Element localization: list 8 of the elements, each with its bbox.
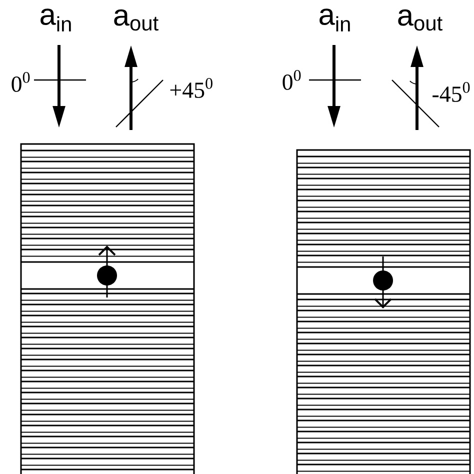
label: a$_{out}$ [398, 9, 442, 31]
label: 0$^{0}$ [12, 72, 30, 92]
label: a$_{in}$ [320, 8, 350, 32]
label: -45$^{0}$ [432, 82, 470, 102]
label: a$_{in}$ [40, 8, 71, 32]
label: +45$^{0}$ [170, 78, 212, 98]
label: a$_{out}$ [114, 9, 158, 31]
label: 0$^{0}$ [282, 70, 301, 90]
